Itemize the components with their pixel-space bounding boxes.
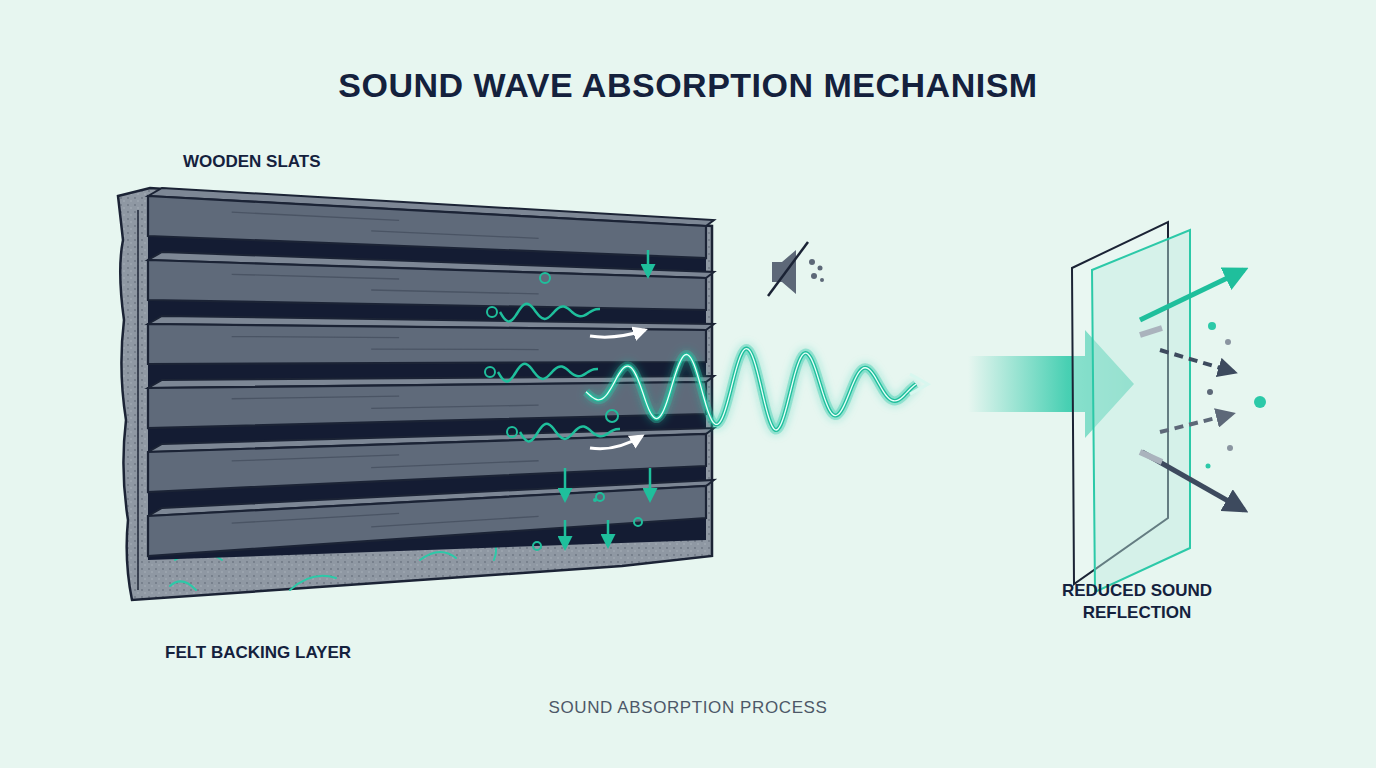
energy-bubble: [485, 367, 495, 377]
wooden-slat: [148, 480, 714, 556]
wooden-slat: [148, 428, 714, 492]
felt-backing: [118, 188, 712, 600]
wooden-slat: [148, 252, 714, 310]
wave-glow: [586, 349, 916, 430]
flow-arrow: [590, 436, 642, 449]
dissipation-arrow: [564, 520, 567, 548]
wave-head: [910, 374, 928, 394]
sound-wave: [586, 349, 916, 430]
mute-icon: [768, 242, 824, 296]
energy-bubble: [540, 273, 550, 283]
flow-arrow: [590, 330, 645, 337]
energy-dot: [593, 498, 597, 502]
diagram-title: SOUND WAVE ABSORPTION MECHANISM: [338, 66, 1037, 105]
energy-bubble: [507, 427, 517, 437]
wooden-slat: [148, 376, 714, 428]
energy-bubble: [634, 518, 642, 526]
energy-bubble: [487, 307, 497, 317]
dissipation-arrow: [564, 468, 567, 500]
absorbed-wave: [500, 304, 600, 322]
dissipation-arrow: [647, 250, 650, 276]
dissipation-arrow: [607, 520, 610, 546]
part-label: WOODEN SLATS: [183, 152, 321, 172]
absorbed-wave: [520, 424, 620, 442]
reflection-surface: [968, 222, 1266, 592]
dissipation-arrow: [649, 468, 652, 500]
wave-core: [586, 349, 916, 430]
wooden-slat: [148, 188, 714, 258]
energy-bubble: [606, 410, 618, 422]
absorbed-wave: [498, 364, 598, 382]
energy-bubble: [533, 542, 541, 550]
energy-bubble: [596, 493, 604, 501]
part-label: FELT BACKING LAYER: [165, 643, 351, 663]
wooden-slat: [148, 316, 714, 364]
wooden-slats: [148, 188, 714, 560]
caption: SOUND ABSORPTION PROCESS: [549, 698, 828, 718]
effect-label: REDUCED SOUND REFLECTION: [1037, 580, 1237, 624]
sound-waves: [485, 250, 928, 550]
